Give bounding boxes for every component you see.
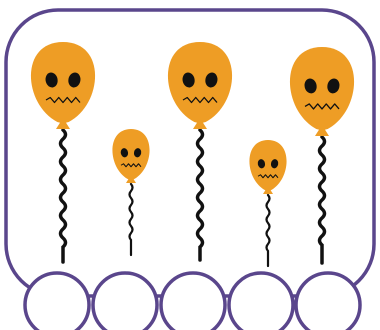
- balloon-eye-right: [68, 72, 81, 88]
- balloon-body: [30, 42, 96, 123]
- balloon-eye-left: [182, 72, 195, 88]
- balloon-body: [289, 47, 355, 130]
- balloon-eye-right: [327, 78, 340, 94]
- balloon-mouth: [182, 96, 218, 104]
- balloon-eye-left: [45, 72, 58, 88]
- balloon-body: [249, 140, 287, 191]
- balloon-mouth: [120, 163, 142, 168]
- balloon-string: [265, 193, 271, 268]
- answer-circle[interactable]: [294, 271, 362, 330]
- answer-circle-row: [23, 271, 362, 330]
- balloon-string: [317, 135, 327, 265]
- answer-circle[interactable]: [23, 271, 91, 330]
- balloon-1: [30, 42, 96, 264]
- balloon-body: [112, 129, 150, 180]
- balloon-eye-right: [133, 148, 142, 158]
- balloon-eye-right: [205, 72, 218, 88]
- balloon-knot: [315, 125, 329, 136]
- balloon-eye-left: [304, 78, 317, 94]
- answer-circle-1[interactable]: [23, 271, 91, 330]
- balloon-knot: [193, 118, 207, 129]
- balloon-eye-left: [257, 159, 266, 169]
- balloon-body: [167, 42, 233, 123]
- balloon-eye-left: [120, 148, 129, 158]
- balloon-string: [195, 128, 205, 262]
- balloon-mouth: [45, 96, 81, 104]
- answer-circle-4[interactable]: [227, 271, 295, 330]
- balloon-5: [289, 47, 355, 265]
- answer-circle[interactable]: [91, 271, 159, 330]
- balloon-string: [128, 182, 134, 257]
- balloon-eye-right: [270, 159, 279, 169]
- balloon-2: [112, 129, 150, 257]
- balloon-string: [58, 128, 68, 264]
- answer-circle[interactable]: [227, 271, 295, 330]
- answer-circle-3[interactable]: [159, 271, 227, 330]
- answer-circle[interactable]: [159, 271, 227, 330]
- balloon-3: [167, 42, 233, 262]
- balloon-mouth: [304, 103, 340, 110]
- balloon-group: [30, 42, 355, 268]
- balloon-knot: [56, 118, 70, 129]
- answer-circle-2[interactable]: [91, 271, 159, 330]
- answer-circle-5[interactable]: [294, 271, 362, 330]
- balloon-mouth: [257, 174, 279, 179]
- balloon-4: [249, 140, 287, 268]
